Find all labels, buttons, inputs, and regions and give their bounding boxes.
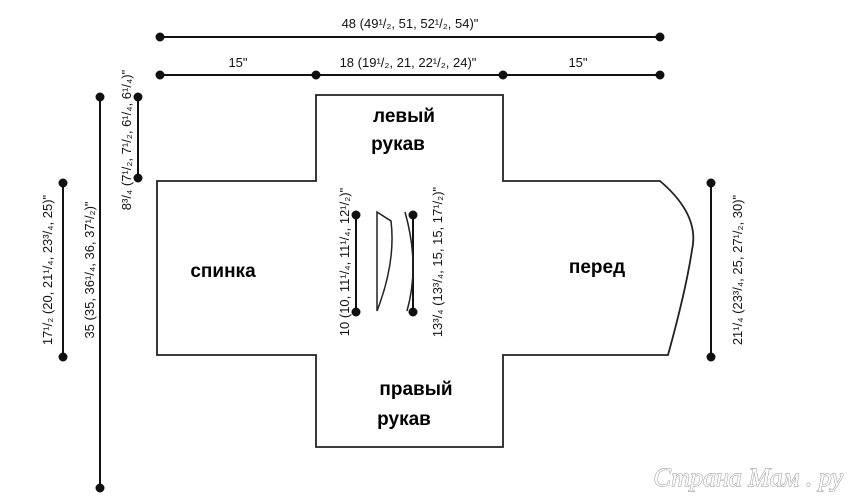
center-width-text: 18 (19¹/₂, 21, 22¹/₂, 24)" (340, 55, 477, 70)
right-sleeve-label-2: рукав (377, 409, 431, 430)
left-panel-width-text: 15" (228, 55, 247, 70)
front-label: перед (569, 257, 625, 278)
front-height-text: 21¹/₄ (23³/₄, 25, 27¹/₂, 30)" (730, 194, 745, 345)
right-panel-width-text: 15" (568, 55, 587, 70)
neck-opening-back (376, 210, 393, 312)
watermark-text: Страна Мам . ру (654, 463, 844, 492)
full-height-text: 35 (35, 36¹/₄, 36, 37¹/₂)" (82, 201, 97, 338)
right-sleeve-label-1: правый (379, 379, 452, 400)
sleeve-drop-text: 8³/₄ (7¹/₂, 7¹/₂, 6¹/₄, 6¹/₄)" (119, 69, 134, 210)
garment-outline (156, 94, 695, 448)
left-sleeve-label-2: рукав (371, 134, 425, 155)
total-width-dimension (155, 32, 665, 42)
back-label: спинка (190, 261, 256, 282)
full-height-dimension (95, 92, 105, 493)
total-width-text: 48 (49¹/₂, 51, 52¹/₂, 54)" (342, 16, 479, 31)
left-side-dimension (58, 178, 68, 362)
neck-a-dimension (351, 210, 361, 317)
front-height-dimension (706, 178, 716, 362)
neck-opening-front (404, 211, 414, 312)
sleeve-drop-dimension (133, 92, 143, 183)
neck-b-text: 13³/₄ (13³/₄, 15, 15, 17¹/₂)" (430, 186, 445, 337)
left-side-text: 17¹/₂ (20, 21¹/₄, 23³/₄, 25)" (40, 194, 55, 345)
left-sleeve-label-1: левый (373, 106, 435, 127)
segment-width-dimension (155, 70, 665, 80)
neck-a-text: 10 (10, 11¹/₄, 11¹/₄, 12¹/₂)" (337, 187, 352, 336)
